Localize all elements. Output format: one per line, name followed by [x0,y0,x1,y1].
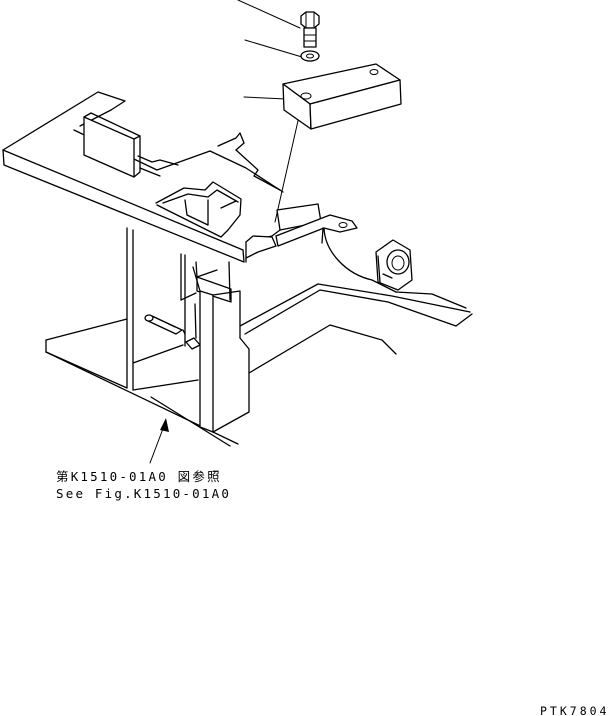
washer [301,51,319,61]
floor-mat [151,284,472,446]
leader-washer [245,40,302,57]
floor-frame [3,92,357,262]
cable [324,228,466,308]
bolt [301,12,319,47]
reference-label-japanese: 第K1510-01A0 図参照 [56,469,222,484]
stopper-block [283,64,401,129]
leader-lines [238,0,302,222]
round-stopper [376,240,412,290]
drawing-number: PTK7804 [540,704,610,716]
reference-label-english: See Fig.K1510-01A0 [56,486,232,501]
frame-supports [46,228,249,444]
leader-bolt [238,0,300,28]
assembly-axis-line [275,112,300,222]
leader-block [244,97,286,99]
reference-arrow [150,418,169,463]
